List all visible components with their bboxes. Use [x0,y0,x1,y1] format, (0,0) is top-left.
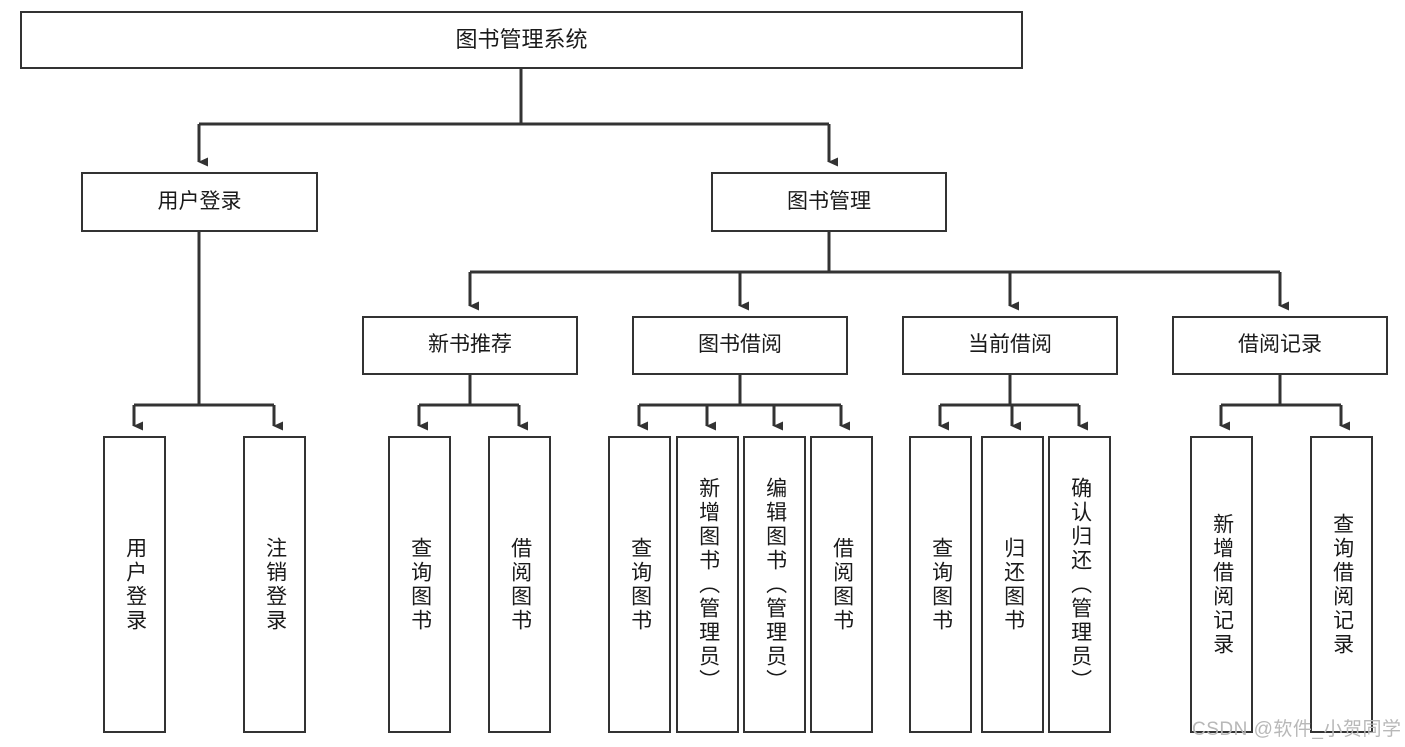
node-book-borrow[interactable]: 图书借阅 [632,316,848,375]
node-label: 借阅图书 [508,536,532,633]
leaf-add-borrow-record[interactable]: 新增借阅记录 [1190,436,1253,733]
node-label: 用户登录 [123,536,147,633]
node-label: 确认归还（管理员） [1068,476,1092,693]
csdn-watermark: CSDN @软件_小贺同学 [1192,719,1402,740]
node-new-book-recommend[interactable]: 新书推荐 [362,316,578,375]
leaf-edit-book-admin[interactable]: 编辑图书（管理员） [743,436,806,733]
node-label: 图书管理 [787,189,871,213]
leaf-query-borrow-record[interactable]: 查询借阅记录 [1310,436,1373,733]
node-label: 当前借阅 [968,333,1052,357]
node-label: 查询图书 [408,536,432,633]
leaf-borrow-book[interactable]: 借阅图书 [810,436,873,733]
leaf-add-book-admin[interactable]: 新增图书（管理员） [676,436,739,733]
node-label: 新增图书（管理员） [696,476,720,693]
node-label: 注销登录 [263,536,287,633]
node-label: 新书推荐 [428,333,512,357]
node-label: 借阅记录 [1238,333,1322,357]
leaf-query-book-borrow[interactable]: 查询图书 [608,436,671,733]
node-book-management[interactable]: 图书管理 [711,172,947,232]
node-root[interactable]: 图书管理系统 [20,11,1023,69]
leaf-return-book[interactable]: 归还图书 [981,436,1044,733]
leaf-query-book-recommend[interactable]: 查询图书 [388,436,451,733]
node-label: 用户登录 [157,189,242,213]
node-label: 查询图书 [929,536,953,633]
leaf-borrow-book-recommend[interactable]: 借阅图书 [488,436,551,733]
node-current-borrow[interactable]: 当前借阅 [902,316,1118,375]
node-label: 编辑图书（管理员） [763,476,787,693]
leaf-user-login[interactable]: 用户登录 [103,436,166,733]
node-label: 图书借阅 [698,333,782,357]
node-label: 借阅图书 [830,536,854,633]
leaf-logout[interactable]: 注销登录 [243,436,306,733]
node-label: 新增借阅记录 [1210,512,1234,657]
leaf-query-book-current[interactable]: 查询图书 [909,436,972,733]
node-user-login[interactable]: 用户登录 [81,172,318,232]
node-label: 查询图书 [628,536,652,633]
node-label: 图书管理系统 [455,27,588,53]
node-label: 查询借阅记录 [1330,512,1354,657]
node-label: 归还图书 [1001,536,1025,633]
node-borrow-record[interactable]: 借阅记录 [1172,316,1388,375]
leaf-confirm-return-admin[interactable]: 确认归还（管理员） [1048,436,1111,733]
